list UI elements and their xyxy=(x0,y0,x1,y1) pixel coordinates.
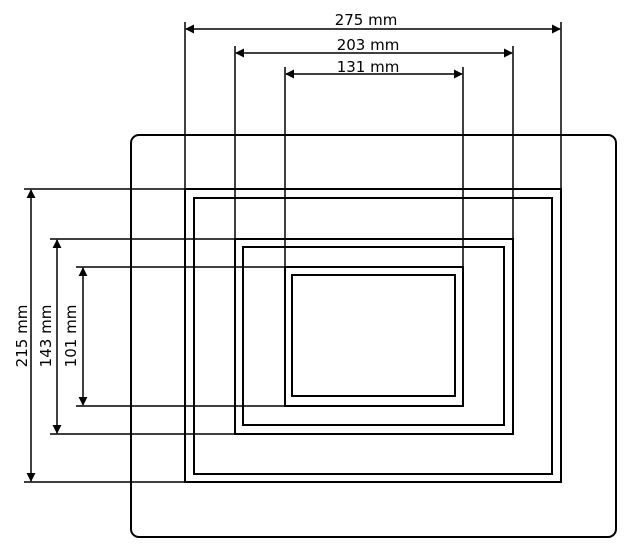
outer-panel xyxy=(130,134,617,538)
frame-large-inner xyxy=(193,197,553,475)
dimension-label: 143 mm xyxy=(37,305,55,368)
frame-medium-outer xyxy=(234,238,514,435)
dimension-143: 143 mm xyxy=(37,238,235,435)
dimension-label: 131 mm xyxy=(337,58,400,76)
dimension-275: 275 mm xyxy=(184,11,562,189)
dimension-131: 131 mm xyxy=(284,58,464,267)
frame-small-outer xyxy=(284,266,464,407)
dimension-203: 203 mm xyxy=(234,36,514,239)
frame-small-inner xyxy=(291,274,456,397)
frame-large-outer xyxy=(184,188,562,483)
dimension-label: 101 mm xyxy=(62,305,80,368)
dimension-label: 215 mm xyxy=(13,305,31,368)
dimension-215: 215 mm xyxy=(13,188,185,483)
dimension-label: 203 mm xyxy=(337,36,400,54)
frame-medium-inner xyxy=(242,246,505,426)
dimension-label: 275 mm xyxy=(335,11,398,29)
dimension-101: 101 mm xyxy=(62,266,285,407)
